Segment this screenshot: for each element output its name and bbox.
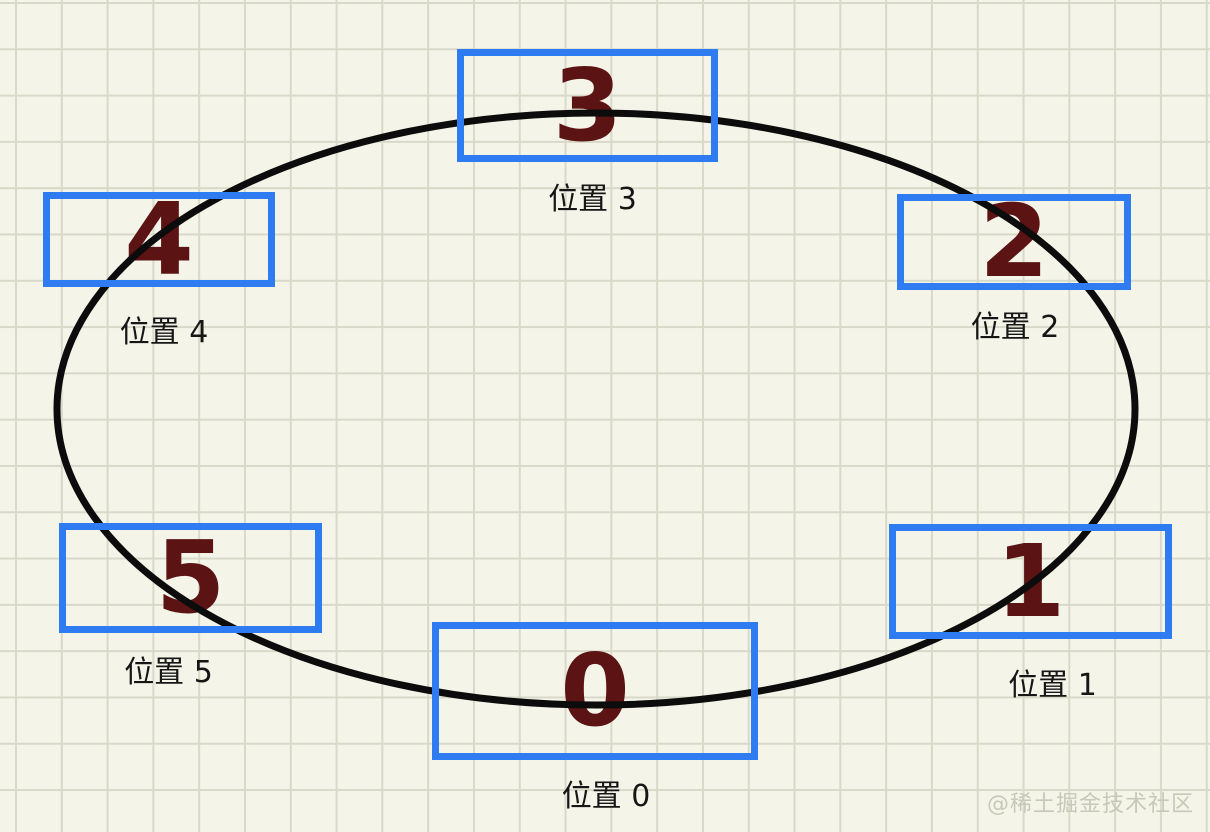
position-node-1: 1 位置 1 (889, 524, 1172, 703)
position-node-2: 2 位置 2 (897, 192, 1131, 345)
value-box (43, 192, 275, 287)
value-box (432, 622, 758, 760)
position-node-3: 3 位置 3 (457, 49, 718, 217)
value-box (457, 49, 718, 162)
value-box (59, 523, 322, 633)
position-node-5: 5 位置 5 (59, 523, 322, 690)
value-box (889, 524, 1172, 639)
position-label: 位置 4 (119, 315, 209, 350)
position-label: 位置 1 (1008, 668, 1097, 703)
position-label: 位置 2 (970, 310, 1060, 345)
position-label: 位置 0 (561, 779, 651, 814)
position-label: 位置 3 (548, 182, 637, 217)
value-box (897, 194, 1131, 290)
position-node-0: 0 位置 0 (432, 622, 758, 814)
position-label: 位置 5 (124, 655, 213, 690)
position-node-4: 4 位置 4 (43, 189, 275, 350)
watermark: @稀土掘金技术社区 (986, 792, 1194, 817)
